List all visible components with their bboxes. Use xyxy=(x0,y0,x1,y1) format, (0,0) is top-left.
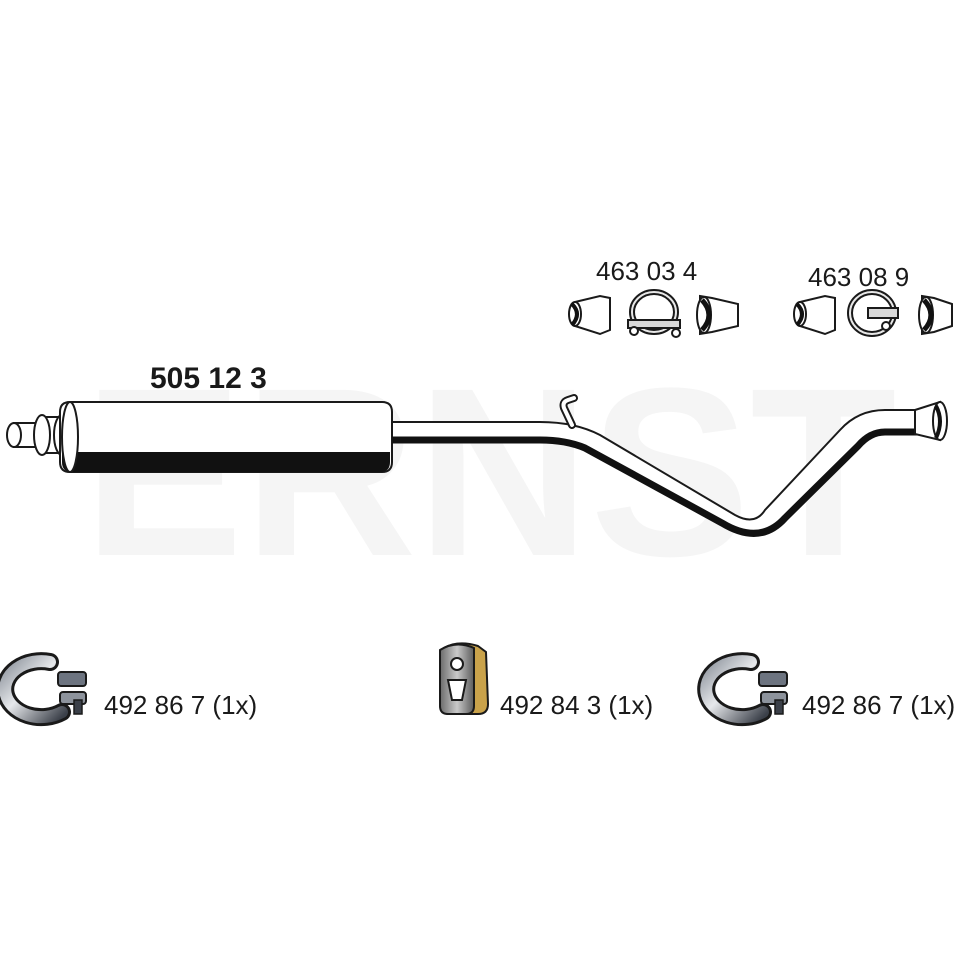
middle-silencer-assembly xyxy=(6,394,948,537)
accessory-2-number: 492 84 3 (1x) xyxy=(500,690,654,720)
kit-2-artwork xyxy=(793,289,953,337)
accessory-2-artwork xyxy=(439,642,490,715)
accessory-3-number: 492 86 7 (1x) xyxy=(802,690,956,720)
kit-2-number: 463 08 9 xyxy=(808,262,910,292)
accessory-1-number: 492 86 7 (1x) xyxy=(104,690,258,720)
kit-1-artwork xyxy=(568,289,739,338)
accessory-3-artwork xyxy=(697,652,788,727)
kit-1-number: 463 03 4 xyxy=(596,256,698,286)
main-part-number: 505 12 3 xyxy=(150,362,267,395)
accessory-1-artwork xyxy=(0,652,87,727)
